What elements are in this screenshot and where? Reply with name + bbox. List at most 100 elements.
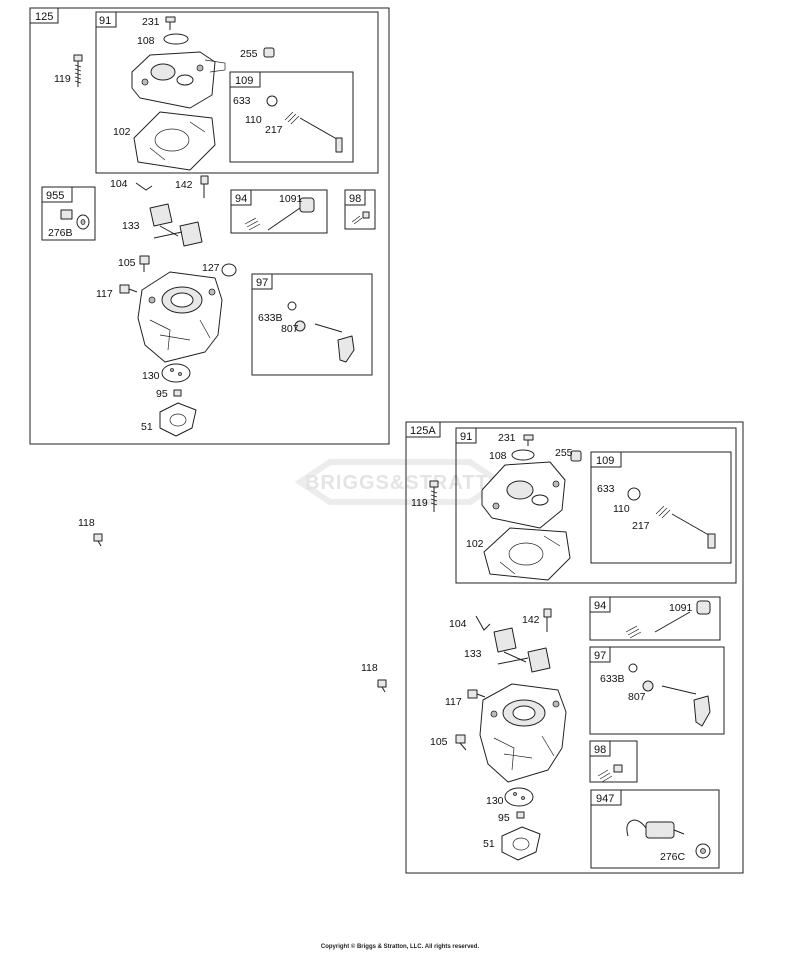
label-110: 110 bbox=[245, 114, 262, 126]
jet-105a-drawing bbox=[455, 734, 467, 751]
washer-633a-drawing bbox=[627, 487, 641, 501]
spring-98a-drawing bbox=[597, 764, 623, 783]
box-955-tag-box bbox=[41, 186, 73, 203]
loose-parts: 118 118 bbox=[78, 517, 387, 693]
box-97-tag: 97 bbox=[256, 277, 268, 289]
box-91a-frame bbox=[455, 427, 737, 584]
plate-130-drawing bbox=[161, 363, 191, 383]
label-231a: 231 bbox=[498, 432, 516, 444]
copyright-footer: Copyright © Briggs & Stratton, LLC. All … bbox=[320, 944, 480, 950]
box-94a-tag-box bbox=[589, 596, 611, 613]
label-102: 102 bbox=[113, 126, 131, 138]
label-127: 127 bbox=[202, 262, 220, 274]
screw-95-drawing bbox=[173, 389, 182, 397]
box-91-tag-box bbox=[95, 11, 117, 28]
label-117: 117 bbox=[96, 288, 113, 300]
label-95: 95 bbox=[156, 388, 168, 400]
box-97-tag-box bbox=[251, 273, 273, 290]
label-119: 119 bbox=[54, 73, 71, 85]
box-98-tag-box bbox=[344, 189, 366, 206]
assembly-125a: 125A 91 109 94 97 98 947 bbox=[405, 421, 744, 874]
carb-cover-a-drawing bbox=[481, 461, 566, 529]
gasket-51-drawing bbox=[159, 402, 197, 437]
label-133: 133 bbox=[122, 220, 140, 232]
box-109a-frame bbox=[590, 451, 732, 564]
box-94-tag: 94 bbox=[235, 193, 247, 205]
box-98a-frame bbox=[589, 740, 638, 783]
box-97a-tag: 97 bbox=[594, 650, 606, 662]
label-633a: 633 bbox=[597, 483, 615, 495]
box-947-frame bbox=[590, 789, 720, 869]
label-118-b: 118 bbox=[361, 662, 378, 674]
label-807a: 807 bbox=[628, 691, 646, 703]
box-97a-tag-box bbox=[589, 646, 611, 663]
box-98-tag: 98 bbox=[349, 193, 361, 205]
box-94-tag-box bbox=[230, 189, 252, 206]
label-117a: 117 bbox=[445, 696, 462, 708]
box-947-tag: 947 bbox=[596, 793, 614, 805]
shaft-217-drawing bbox=[284, 111, 343, 153]
box-91-frame bbox=[95, 11, 379, 174]
box-109a-tag: 109 bbox=[596, 455, 614, 467]
jet-105-drawing bbox=[139, 255, 150, 272]
box-955-tag: 955 bbox=[46, 190, 64, 202]
shaft-217a-drawing bbox=[655, 505, 716, 549]
label-1091a: 1091 bbox=[669, 602, 693, 614]
screw-119-drawing bbox=[73, 54, 83, 87]
label-217: 217 bbox=[265, 124, 283, 136]
choke-97-drawing bbox=[287, 301, 355, 363]
box-94a-frame bbox=[589, 596, 721, 641]
assembly-125a-tag-box bbox=[405, 421, 441, 438]
label-51a: 51 bbox=[483, 838, 495, 850]
box-109-tag: 109 bbox=[235, 75, 253, 87]
label-633: 633 bbox=[233, 95, 251, 107]
screw-231a-drawing bbox=[523, 434, 534, 446]
box-98a-tag-box bbox=[589, 740, 611, 757]
label-133a: 133 bbox=[464, 648, 482, 660]
float-133a-drawing bbox=[493, 627, 551, 673]
needle-142-drawing bbox=[200, 175, 209, 198]
plug-255-drawing bbox=[263, 47, 275, 58]
box-94-frame bbox=[230, 189, 328, 234]
needle-kit-94-drawing bbox=[244, 197, 315, 231]
label-130a: 130 bbox=[486, 795, 504, 807]
label-807: 807 bbox=[281, 323, 299, 335]
clip-104a-drawing bbox=[475, 615, 491, 631]
box-98a-tag: 98 bbox=[594, 744, 606, 756]
clip-104-drawing bbox=[135, 182, 153, 191]
carb-body-a-drawing bbox=[479, 683, 567, 783]
label-95a: 95 bbox=[498, 812, 510, 824]
screw-117-drawing bbox=[119, 284, 138, 294]
plate-108-drawing bbox=[163, 33, 189, 45]
kit-955-drawing bbox=[60, 209, 90, 230]
gasket-102a-drawing bbox=[483, 527, 571, 581]
label-104a: 104 bbox=[449, 618, 467, 630]
screw-118a-drawing bbox=[93, 533, 103, 547]
assembly-125a-frame bbox=[405, 421, 744, 874]
float-133-drawing bbox=[149, 203, 203, 247]
label-142a: 142 bbox=[522, 614, 540, 626]
box-109-frame bbox=[229, 71, 354, 163]
box-91-tag: 91 bbox=[99, 15, 111, 27]
spring-98-drawing bbox=[351, 211, 370, 225]
label-130: 130 bbox=[142, 370, 160, 382]
label-110a: 110 bbox=[613, 503, 630, 515]
screw-231-drawing bbox=[165, 16, 176, 30]
label-231: 231 bbox=[142, 16, 160, 28]
box-94a-tag: 94 bbox=[594, 600, 606, 612]
box-97a-frame bbox=[589, 646, 725, 735]
needle-kit-94a-drawing bbox=[625, 600, 711, 639]
label-105a: 105 bbox=[430, 736, 448, 748]
box-97-frame bbox=[251, 273, 373, 376]
label-51: 51 bbox=[141, 421, 153, 433]
solenoid-947-drawing bbox=[626, 819, 711, 859]
label-633b: 633B bbox=[258, 312, 283, 324]
assembly-125-frame bbox=[29, 7, 390, 445]
watermark-text: BRIGGS&STRATTON bbox=[305, 472, 520, 494]
box-91a-tag-box bbox=[455, 427, 477, 444]
choke-97a-drawing bbox=[628, 663, 711, 727]
carb-body-drawing bbox=[137, 271, 223, 363]
carb-cover-drawing bbox=[131, 51, 226, 109]
label-276b: 276B bbox=[48, 227, 73, 239]
box-109-tag-box bbox=[229, 71, 261, 88]
